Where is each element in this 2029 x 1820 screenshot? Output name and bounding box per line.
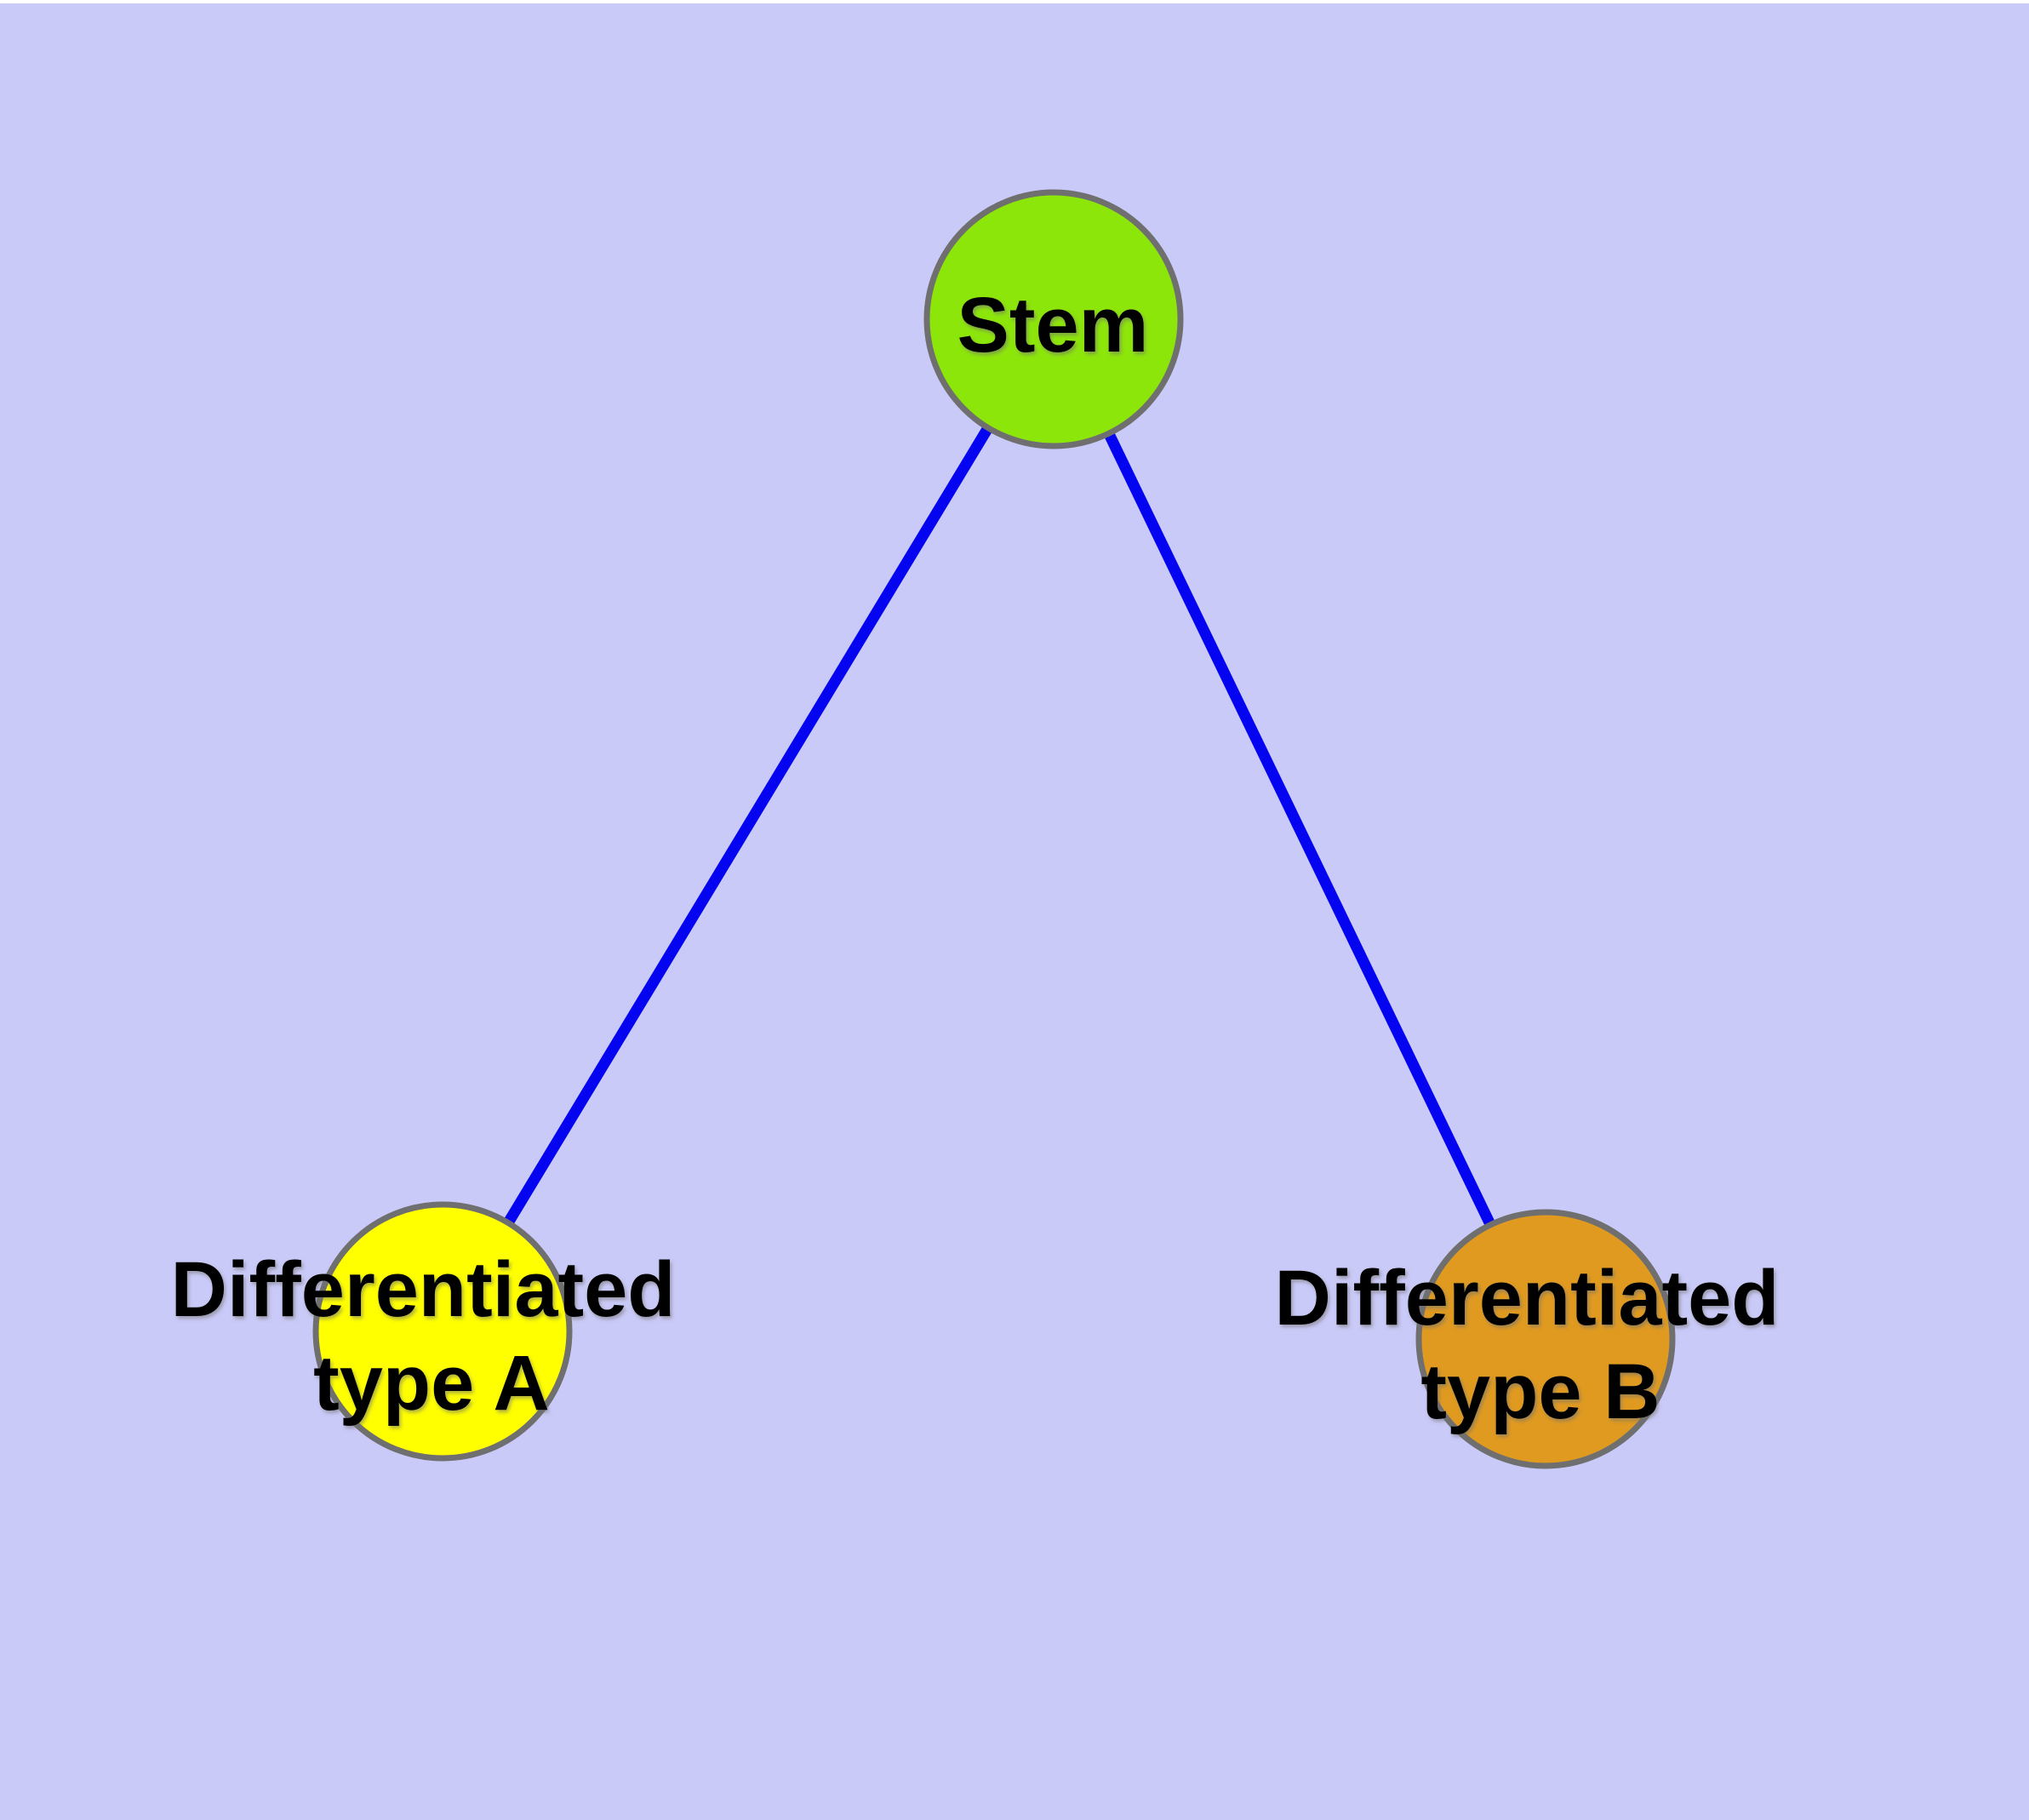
- node-type-a-label-line2: type A: [313, 1340, 550, 1427]
- edges: [437, 316, 1551, 1342]
- edge-stem-to-type-b: [1049, 317, 1551, 1342]
- node-type-b-circle: [1415, 1209, 1676, 1469]
- node-type-b-label-line1: Differentiated: [1275, 1255, 1780, 1342]
- node-type-a: Differentiated type A: [171, 1201, 676, 1462]
- node-type-a-circle: [312, 1201, 573, 1462]
- node-type-b-label-line2: type B: [1420, 1348, 1660, 1435]
- node-stem: Stem: [923, 189, 1184, 449]
- node-type-b: Differentiated type B: [1275, 1209, 1780, 1469]
- node-type-a-label-line1: Differentiated: [171, 1246, 676, 1333]
- node-stem-circle: [923, 189, 1184, 449]
- edge-stem-to-type-a: [437, 316, 1059, 1335]
- node-stem-label: Stem: [957, 282, 1149, 369]
